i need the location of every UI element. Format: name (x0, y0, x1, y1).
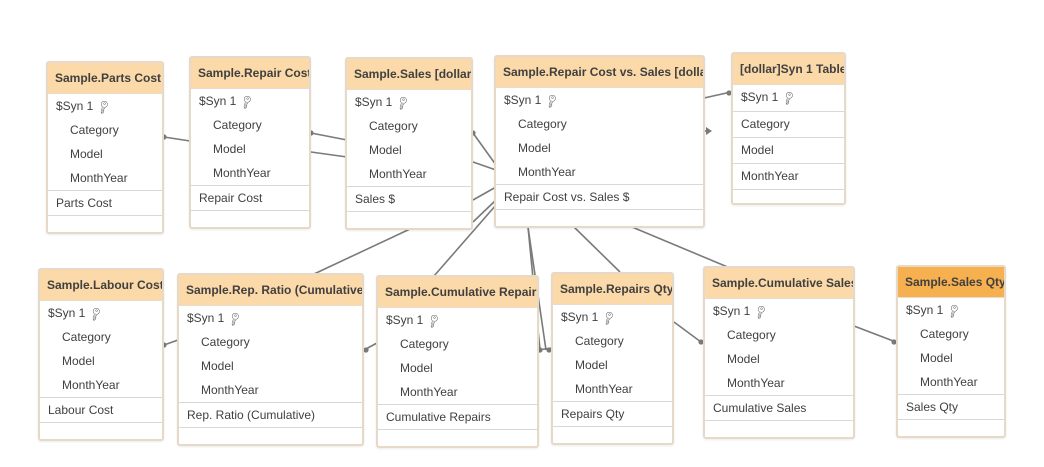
measure-field: Labour Cost (40, 397, 162, 423)
table-title: Sample.Labour Cost (40, 270, 162, 301)
table-rep-ratio[interactable]: Sample.Rep. Ratio (Cumulative) $Syn 1🔑︎ … (177, 273, 364, 446)
field: Model (213, 142, 246, 156)
measure-field: Repair Cost (191, 185, 309, 211)
field: Category (70, 123, 119, 137)
table-title: Sample.Sales Qty (898, 267, 1004, 298)
key-field: $Syn 1 (48, 306, 86, 320)
link-sales-rcvs-d (472, 199, 497, 223)
key-icon: 🔑︎ (781, 90, 798, 107)
link-partscost-repaircost (163, 136, 191, 142)
field: MonthYear (400, 385, 458, 399)
table-labour-cost[interactable]: Sample.Labour Cost $Syn 1🔑︎ Category Mod… (38, 268, 164, 441)
key-field: $Syn 1 (741, 90, 779, 104)
field: Category (575, 334, 624, 348)
field: Model (201, 359, 234, 373)
table-title: Sample.Cumulative Sales (705, 268, 853, 299)
table-title: Sample.Cumulative Repairs (378, 277, 537, 308)
field: MonthYear (920, 375, 978, 389)
key-field: $Syn 1 (199, 94, 237, 108)
key-field: $Syn 1 (386, 313, 424, 327)
field: Model (733, 138, 844, 164)
measure-field: Cumulative Repairs (378, 404, 537, 430)
key-field: $Syn 1 (56, 99, 94, 113)
table-title: Sample.Repairs Qty (553, 274, 672, 305)
key-field: $Syn 1 (355, 95, 393, 109)
table-repair-cost[interactable]: Sample.Repair Cost $Syn 1🔑︎ Category Mod… (189, 56, 311, 229)
field: Category (62, 330, 111, 344)
field: Category (201, 335, 250, 349)
table-syn1[interactable]: [dollar]Syn 1 Table $Syn 1🔑︎ Category Mo… (731, 52, 846, 205)
field: Model (62, 354, 95, 368)
table-cumulative-repairs[interactable]: Sample.Cumulative Repairs $Syn 1🔑︎ Categ… (376, 275, 539, 448)
link-repaircost-sales-a (310, 132, 348, 141)
field: MonthYear (201, 383, 259, 397)
table-parts-cost[interactable]: Sample.Parts Cost $Syn 1🔑︎ Category Mode… (46, 61, 164, 234)
measure-field: Repairs Qty (553, 401, 672, 427)
field: Model (727, 352, 760, 366)
link-repairsqty-cumsales (673, 321, 702, 343)
field: MonthYear (727, 376, 785, 390)
table-repairs-qty[interactable]: Sample.Repairs Qty $Syn 1🔑︎ Category Mod… (551, 272, 674, 445)
table-sales-dollar[interactable]: Sample.Sales [dollar] $Syn 1🔑︎ Category … (345, 57, 473, 230)
field: Category (213, 118, 262, 132)
field: MonthYear (575, 382, 633, 396)
field: Category (727, 328, 776, 342)
table-title: Sample.Parts Cost (48, 63, 162, 94)
field: Model (920, 351, 953, 365)
field: Category (400, 337, 449, 351)
table-title: Sample.Repair Cost vs. Sales [dollar] (496, 57, 703, 88)
link-sales-repratio (313, 228, 411, 275)
link-repaircost-sales-b (310, 151, 348, 158)
field: Category (369, 119, 418, 133)
field: MonthYear (70, 171, 128, 185)
link-rcvs-repairsqty-c (573, 226, 621, 273)
field: Model (400, 361, 433, 375)
field: MonthYear (518, 165, 576, 179)
link-rcvs-cumrepairs (433, 204, 497, 277)
measure-field: Sales $ (347, 186, 471, 212)
table-cumulative-sales[interactable]: Sample.Cumulative Sales $Syn 1🔑︎ Categor… (703, 266, 855, 439)
link-sales-rcvs-b (472, 161, 497, 171)
field: MonthYear (369, 167, 427, 181)
measure-field: Sales Qty (898, 394, 1004, 420)
field: Category (920, 327, 969, 341)
table-sales-qty[interactable]: Sample.Sales Qty $Syn 1🔑︎ Category Model… (896, 265, 1006, 438)
link-rcvs-cumsales (631, 226, 731, 269)
field: Model (518, 141, 551, 155)
field: Model (575, 358, 608, 372)
key-field: $Syn 1 (713, 304, 751, 318)
field: Category (733, 112, 844, 138)
measure-field: Rep. Ratio (Cumulative) (179, 402, 362, 428)
field: Category (518, 117, 567, 131)
field: Model (369, 143, 402, 157)
table-title: [dollar]Syn 1 Table (733, 54, 844, 85)
table-title: Sample.Rep. Ratio (Cumulative) (179, 275, 362, 306)
field: MonthYear (733, 164, 844, 190)
link-cumsales-salesqty (853, 325, 897, 343)
field: MonthYear (62, 378, 120, 392)
table-title: Sample.Repair Cost (191, 58, 309, 89)
measure-field: Cumulative Sales (705, 395, 853, 421)
key-field: $Syn 1 (504, 93, 542, 107)
field: Model (70, 147, 103, 161)
table-repair-cost-vs-sales[interactable]: Sample.Repair Cost vs. Sales [dollar] $S… (494, 55, 705, 228)
key-field: $Syn 1 (187, 311, 225, 325)
key-field: $Syn 1 (561, 310, 599, 324)
link-sales-rcvs-a (472, 132, 497, 166)
key-field: $Syn 1 (906, 303, 944, 317)
measure-field: Parts Cost (48, 190, 162, 216)
table-title: Sample.Sales [dollar] (347, 59, 471, 90)
link-sales-rcvs-c (472, 186, 497, 201)
measure-field: Repair Cost vs. Sales $ (496, 184, 703, 210)
field: MonthYear (213, 166, 271, 180)
